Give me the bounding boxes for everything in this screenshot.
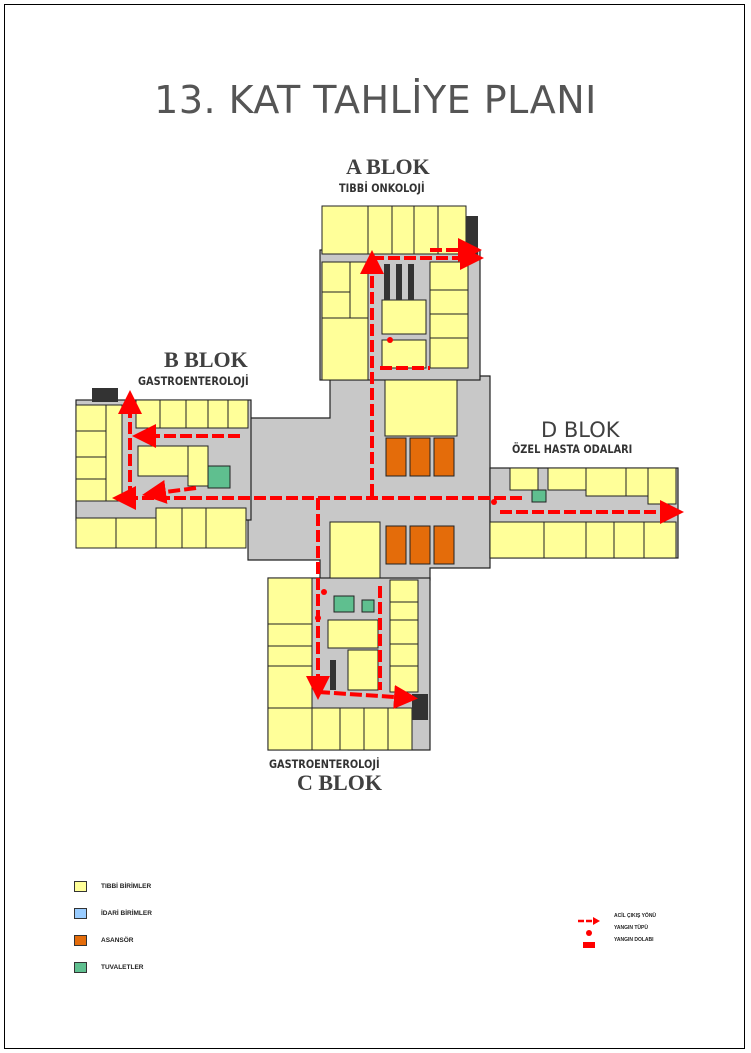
elevators bbox=[385, 437, 455, 565]
swatch-admin bbox=[74, 907, 87, 919]
page-title: 13. KAT TAHLİYE PLANI bbox=[154, 78, 597, 122]
key-fire-cabinet: YANGIN DOLABI bbox=[578, 935, 654, 948]
legend-item-elevator: ASANSÖR bbox=[74, 933, 134, 947]
exit-routes bbox=[112, 238, 684, 709]
page-border bbox=[4, 4, 745, 1049]
toilets bbox=[207, 465, 547, 613]
key-fire-extinguisher: YANGIN TÜPÜ bbox=[578, 923, 648, 936]
legend-item-admin: İDARİ BİRİMLER bbox=[74, 906, 152, 920]
dot-icon bbox=[578, 924, 600, 936]
fire-extinguishers bbox=[315, 337, 497, 621]
legend-label: TIBBİ BİRİMLER bbox=[101, 882, 152, 890]
block-c-label: C BLOK bbox=[297, 770, 382, 795]
block-b-unit: GASTROENTEROLOJİ bbox=[138, 374, 249, 388]
rooms bbox=[75, 205, 677, 751]
block-d-label: D BLOK bbox=[541, 418, 620, 442]
block-b-label: B BLOK bbox=[164, 347, 248, 372]
swatch-elevator bbox=[74, 934, 87, 946]
arrow-icon bbox=[578, 912, 600, 925]
swatch-medical bbox=[74, 880, 87, 892]
legend-label: TUVALETLER bbox=[101, 963, 144, 971]
key-exit-direction: ACİL ÇIKIŞ YÖNÜ bbox=[578, 911, 656, 925]
block-a-unit: TIBBİ ONKOLOJİ bbox=[339, 181, 425, 195]
legend-item-toilet: TUVALETLER bbox=[74, 960, 144, 974]
swatch-toilet bbox=[74, 961, 87, 973]
block-c-unit: GASTROENTEROLOJİ bbox=[269, 757, 380, 771]
block-a-label: A BLOK bbox=[346, 154, 430, 179]
legend-label: ASANSÖR bbox=[101, 936, 134, 944]
cabinet-icon bbox=[578, 936, 600, 948]
block-d-unit: ÖZEL HASTA ODALARI bbox=[512, 442, 633, 456]
legend-item-medical: TIBBİ BİRİMLER bbox=[74, 879, 151, 893]
legend-label: İDARİ BİRİMLER bbox=[101, 909, 152, 917]
